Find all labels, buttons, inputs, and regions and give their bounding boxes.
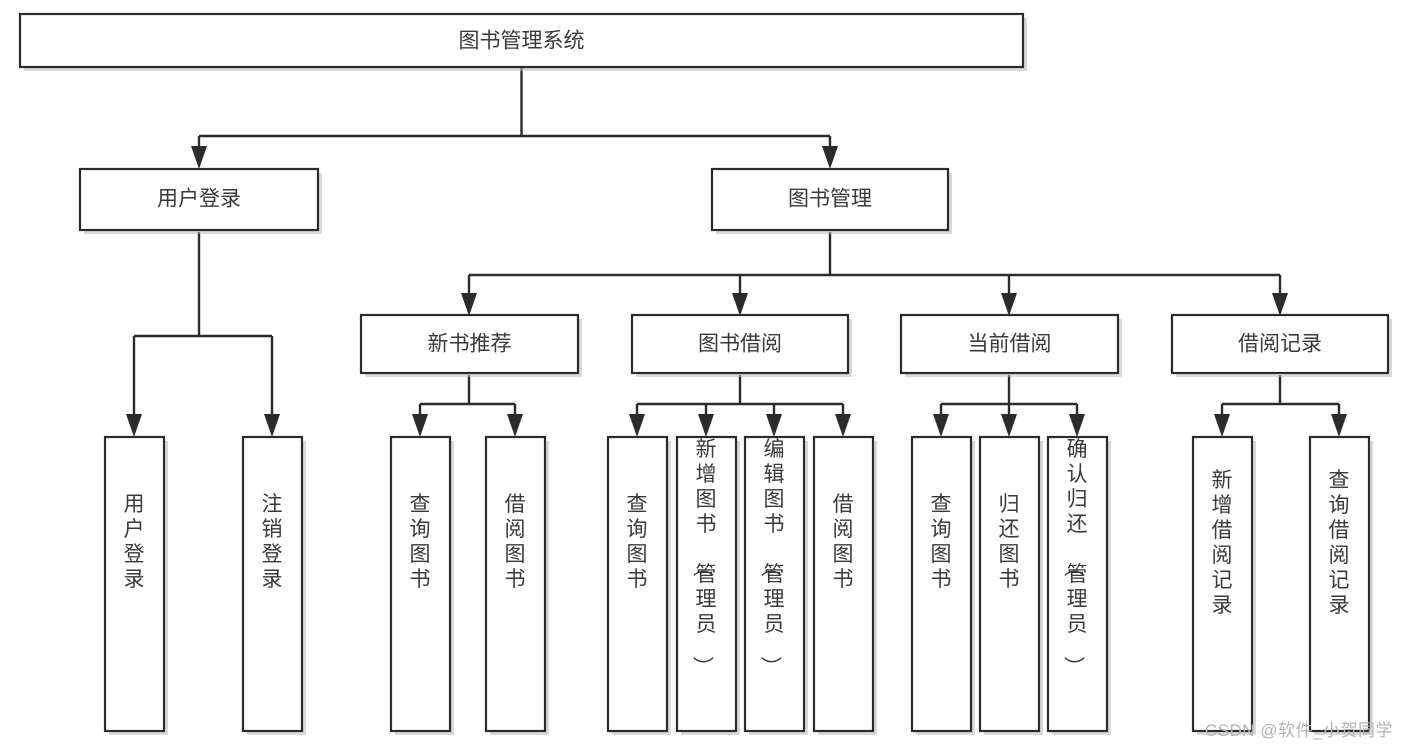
leaf-user-login-box [103,435,166,733]
arrow-new-book-leaf-2 [507,414,523,437]
arrow-book-borrow-leaf-3 [766,414,782,437]
borrow-record-label: 借阅记录 [1238,333,1322,356]
node-book-borrow[interactable]: 图书借阅 [630,313,852,377]
node-root[interactable]: 图书管理系统 [18,12,1027,71]
node-leaf-confirm-return[interactable]: 确认归还（管理员） [1046,435,1111,735]
leaf-query-book-2-box [606,435,669,733]
arrow-book-manage-to-current-borrow [1001,293,1017,316]
leaf-borrow-book-1-label: 借阅图书 [505,493,526,591]
leaf-query-record-box [1308,435,1371,733]
arrow-book-borrow-leaf-4 [835,414,851,437]
edge-layer [126,67,1347,437]
leaf-add-record-box [1191,435,1254,733]
arrow-book-borrow-leaf-2 [698,414,714,437]
node-leaf-borrow-book-2[interactable]: 借阅图书 [812,435,877,735]
leaf-query-book-1-box [389,435,452,733]
root-box [18,12,1025,69]
node-borrow-record[interactable]: 借阅记录 [1170,313,1392,377]
arrow-book-borrow-leaf-1 [629,414,645,437]
node-leaf-add-book[interactable]: 新增图书（管理员） [675,435,740,735]
node-leaf-add-record[interactable]: 新增借阅记录 [1191,435,1256,735]
leaf-logout-login-label: 注销登录 [262,493,283,591]
leaf-confirm-return-label: 确认归还（管理员） [1062,438,1088,677]
arrow-current-borrow-leaf-2 [1001,414,1017,437]
leaf-query-book-3-box [910,435,973,733]
book-manage-label: 图书管理 [788,188,872,211]
node-current-borrow[interactable]: 当前借阅 [899,313,1122,377]
node-leaf-query-book-1[interactable]: 查询图书 [389,435,454,735]
arrow-root-to-user-login [191,146,207,169]
book-borrow-label: 图书借阅 [698,333,782,356]
leaf-return-book-label: 归还图书 [999,493,1020,591]
arrow-root-to-book-manage [822,146,838,169]
book-borrow-box [630,313,850,375]
node-leaf-return-book[interactable]: 归还图书 [978,435,1043,735]
node-user-login[interactable]: 用户登录 [78,167,322,234]
node-new-book-recommend[interactable]: 新书推荐 [359,313,582,377]
arrow-user-login-leaf-2 [264,414,280,437]
leaf-return-book-box [978,435,1041,733]
user-login-box [78,167,320,232]
arrow-borrow-record-leaf-1 [1214,414,1230,437]
leaf-borrow-book-2-label: 借阅图书 [833,493,854,591]
new-book-recommend-box [359,313,580,375]
node-leaf-borrow-book-1[interactable]: 借阅图书 [484,435,549,735]
leaf-logout-login-box [241,435,304,733]
leaf-confirm-return-box [1046,435,1109,733]
node-leaf-logout-login[interactable]: 注销登录 [241,435,306,735]
leaf-borrow-book-2-box [812,435,875,733]
arrow-book-manage-to-new-book [461,293,477,316]
node-leaf-query-book-2[interactable]: 查询图书 [606,435,671,735]
arrow-borrow-record-leaf-2 [1331,414,1347,437]
node-leaf-user-login[interactable]: 用户登录 [103,435,168,735]
leaf-edit-book-box [743,435,806,733]
arrow-current-borrow-leaf-1 [933,414,949,437]
arrow-current-borrow-leaf-3 [1069,414,1085,437]
leaf-query-book-3-label: 查询图书 [931,493,952,591]
root-label: 图书管理系统 [459,30,585,53]
book-manage-box [710,167,950,232]
node-leaf-edit-book[interactable]: 编辑图书（管理员） [743,435,808,735]
arrow-new-book-leaf-1 [412,414,428,437]
leaf-borrow-book-1-box [484,435,547,733]
node-book-manage[interactable]: 图书管理 [710,167,952,234]
leaf-add-book-label: 新增图书（管理员） [691,438,717,677]
leaf-add-book-box [675,435,738,733]
leaf-user-login-label: 用户登录 [124,493,145,591]
borrow-record-box [1170,313,1390,375]
current-borrow-label: 当前借阅 [968,333,1052,356]
node-leaf-query-record[interactable]: 查询借阅记录 [1308,435,1373,735]
new-book-recommend-label: 新书推荐 [428,333,512,356]
leaf-query-record-label: 查询借阅记录 [1329,469,1350,617]
user-login-label: 用户登录 [157,188,241,211]
node-leaf-query-book-3[interactable]: 查询图书 [910,435,975,735]
current-borrow-box [899,313,1120,375]
arrow-user-login-leaf-1 [126,414,142,437]
leaf-add-record-label: 新增借阅记录 [1212,469,1233,617]
leaf-query-book-1-label: 查询图书 [410,493,431,591]
leaf-query-book-2-label: 查询图书 [627,493,648,591]
arrow-book-manage-to-book-borrow [732,293,748,316]
leaf-edit-book-label: 编辑图书（管理员） [759,438,785,677]
arrow-book-manage-to-borrow-record [1272,293,1288,316]
